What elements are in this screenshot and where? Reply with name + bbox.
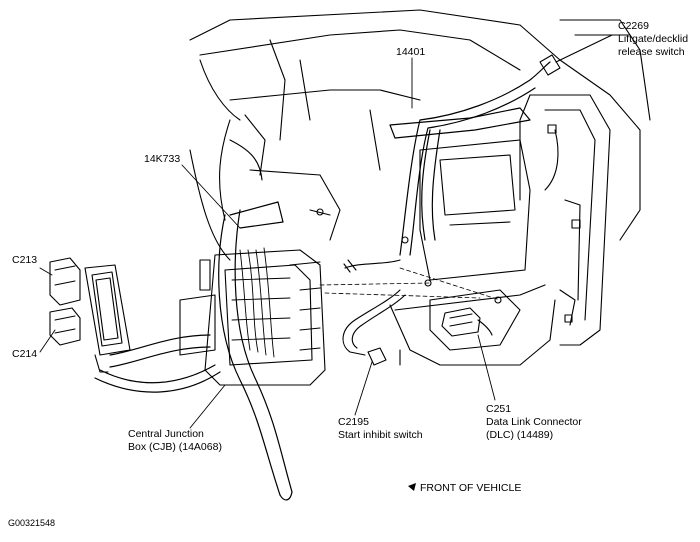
label-c251: C251 Data Link Connector (DLC) (14489) <box>486 403 582 441</box>
leader-lines <box>39 57 496 429</box>
harness-c213 <box>94 334 221 393</box>
left-panel-outline <box>189 114 341 261</box>
connector-c214 <box>49 307 81 346</box>
label-14k733: 14K733 <box>144 153 181 165</box>
label-c213: C213 <box>12 254 38 266</box>
harness-14k733 <box>218 201 293 501</box>
lower-support <box>389 284 556 366</box>
label-c214: C214 <box>12 348 38 360</box>
label-cjb: Central Junction Box (CJB) (14A068) <box>128 428 222 453</box>
mounting-bracket <box>519 94 611 346</box>
central-junction-box <box>179 249 326 386</box>
fasteners <box>316 208 502 304</box>
label-c2195: C2195 Start inhibit switch <box>338 416 423 441</box>
connector-c213 <box>49 257 81 306</box>
label-c2269: C2269 Liftgate/decklid release switch <box>618 20 689 58</box>
harness-c2195 <box>342 259 406 356</box>
front-arrow-icon <box>408 483 416 491</box>
connector-c2269 <box>539 34 613 76</box>
label-14401: 14401 <box>396 46 426 58</box>
label-front-of-vehicle: FRONT OF VEHICLE <box>420 482 522 494</box>
connector-c2195 <box>367 347 387 366</box>
figure-id: G00321548 <box>8 518 56 528</box>
harness-14401 <box>389 61 551 256</box>
module-housing <box>419 139 531 281</box>
cjb-wire-bundle <box>231 247 291 358</box>
alignment-dashes <box>319 267 501 301</box>
connector-c251-dlc <box>441 307 493 337</box>
connector-c213-mate <box>84 264 131 373</box>
